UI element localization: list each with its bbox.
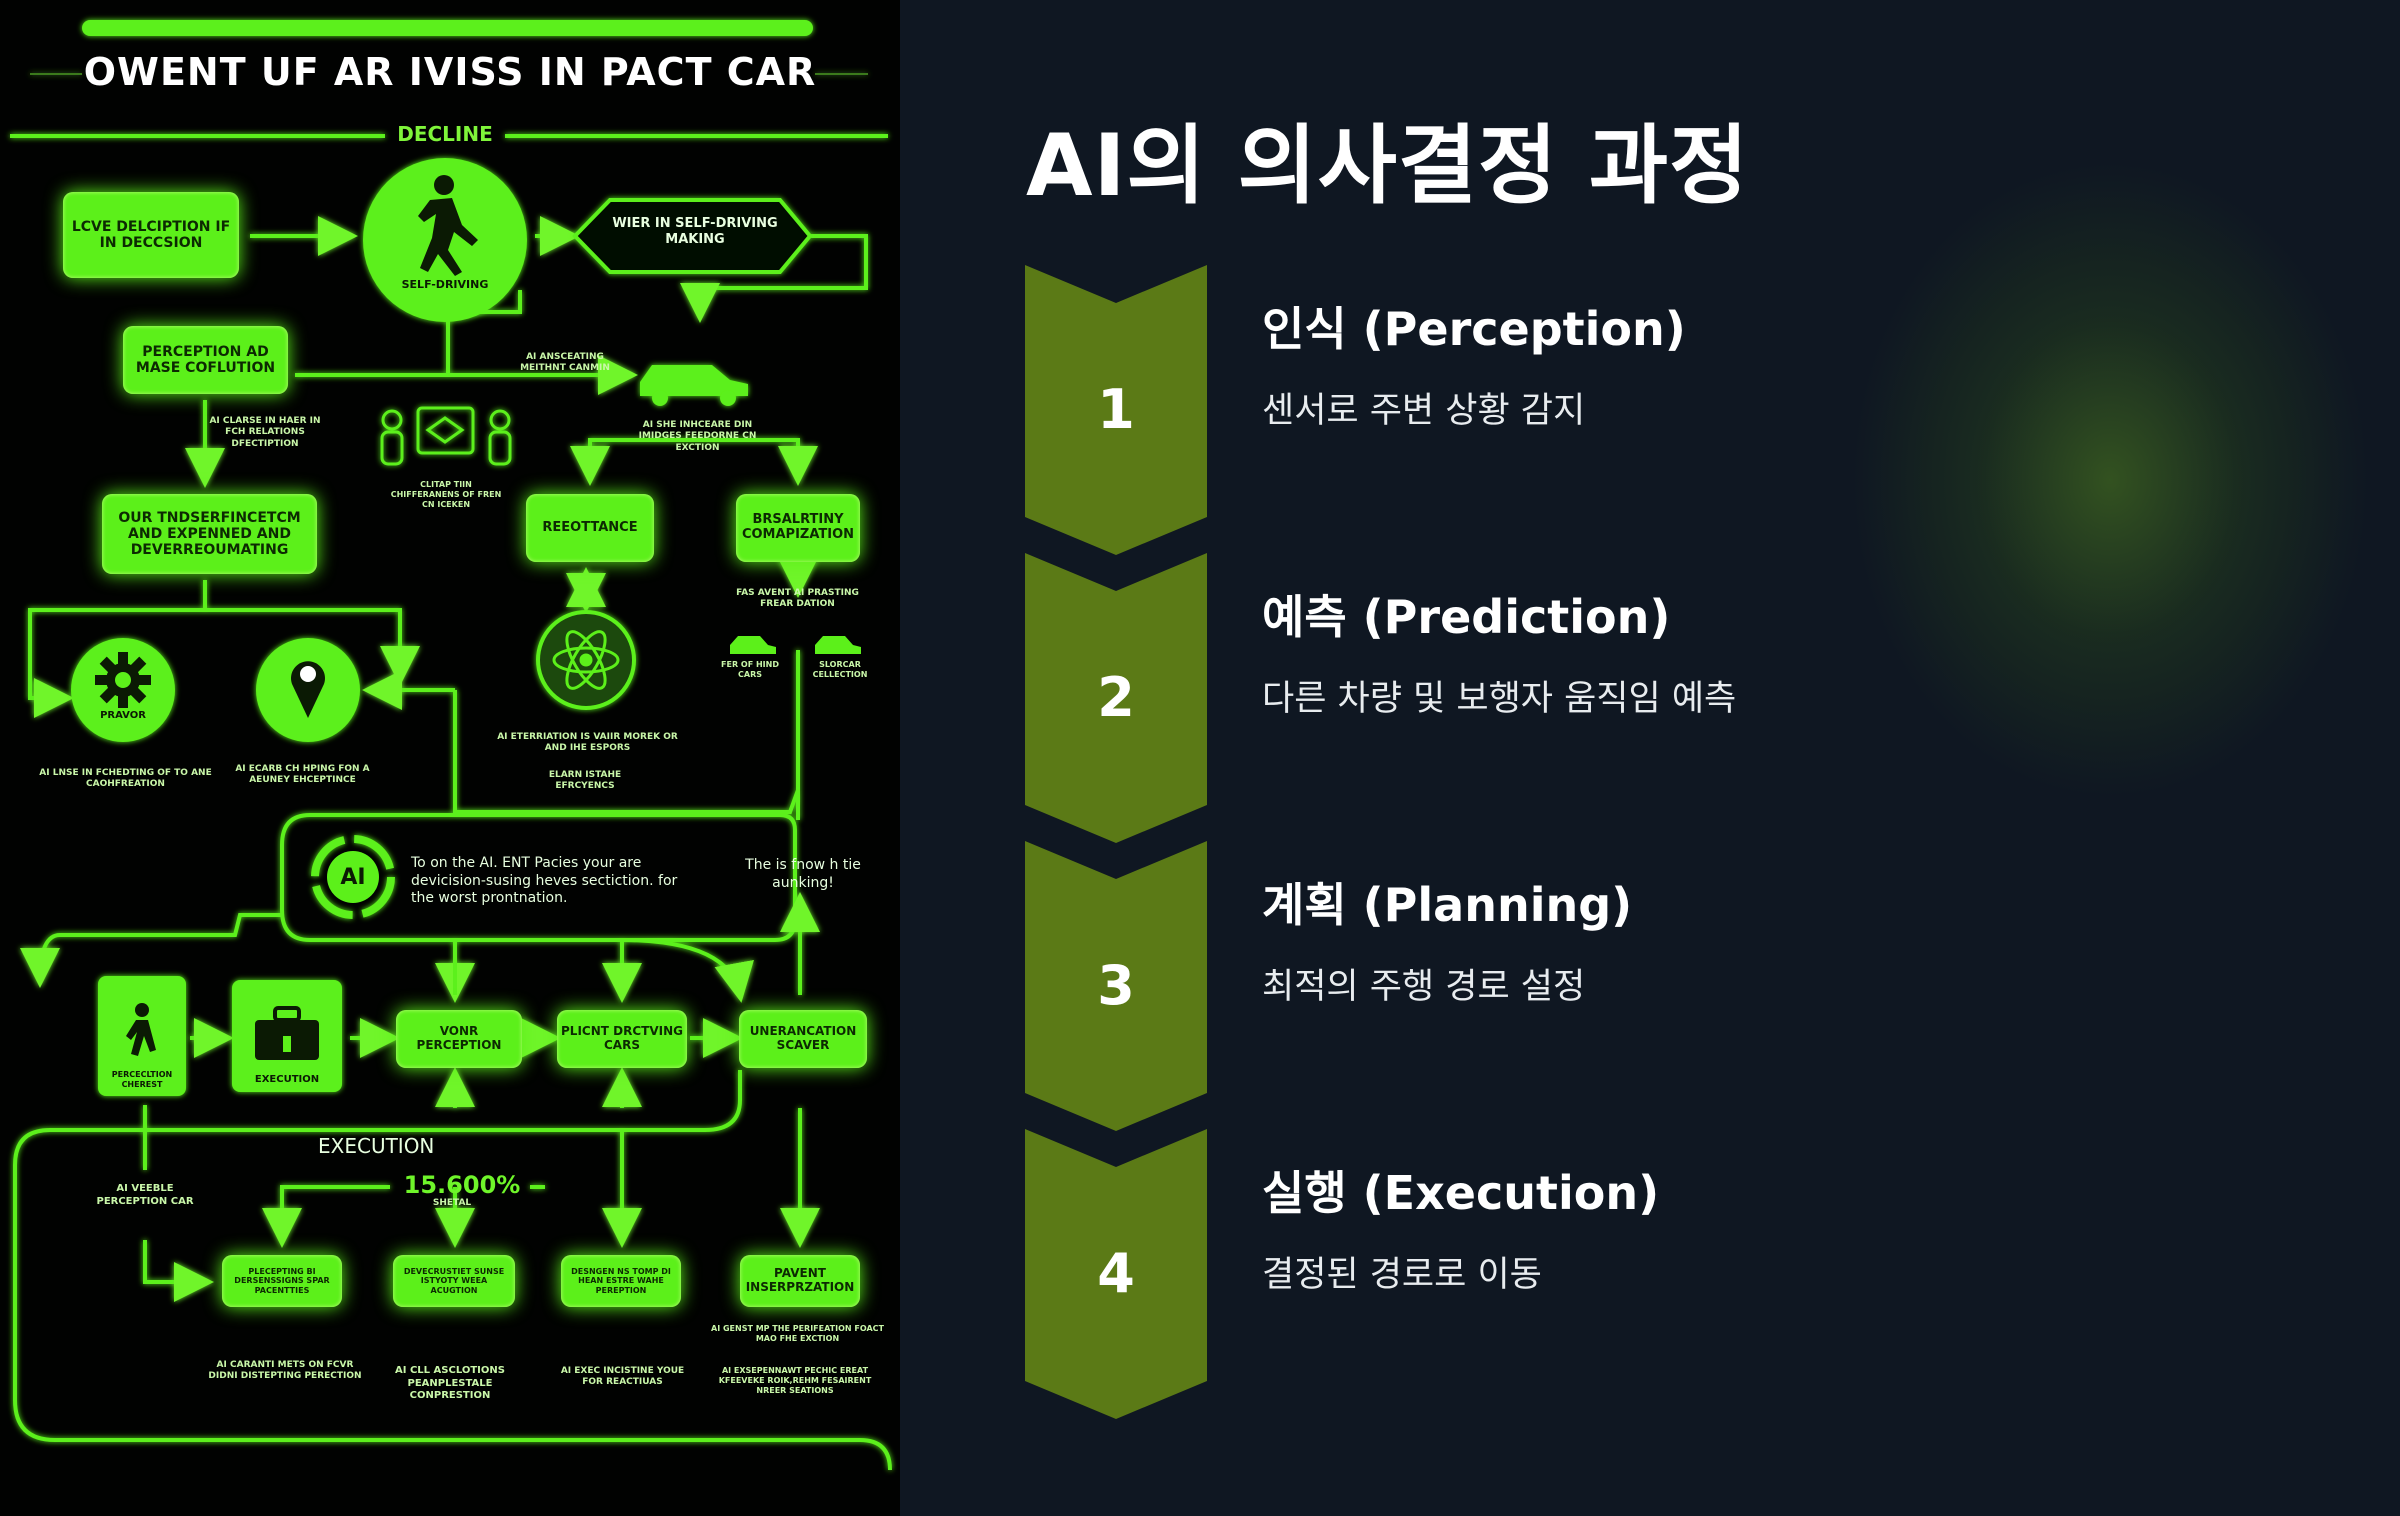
step-4-number: 4 <box>1097 1242 1135 1305</box>
ai-exec-label: AI EXEC INCISTINE YOUE FOR REACTIUAS <box>560 1366 685 1388</box>
fas-avent-label: FAS AVENT AI PRASTING FREAR DATION <box>736 588 859 610</box>
toolbox-icon <box>255 1006 319 1060</box>
self-driving-label: SELF-DRIVING <box>401 278 489 291</box>
unerancation-box: UNERANCATION SCAVER <box>739 1010 867 1068</box>
step-4-title: 실행 (Execution) <box>1262 1166 1660 1220</box>
execution-label: EXECUTION <box>318 1134 435 1158</box>
step-2-number: 2 <box>1097 666 1135 729</box>
fer-dins-label: FER OF HIND CARS <box>721 660 779 679</box>
the-is-label: The is fnow h tie aunking! <box>745 857 861 891</box>
step-2-chevron <box>1025 553 1207 843</box>
ai-shi-label: AI SHE INHCEARE DIN IMIDGES FEEDORNE CN … <box>638 420 757 453</box>
b2-box: DEVECRUSTIET SUNSE ISTYOTY WEEA ACUGTION <box>393 1255 515 1307</box>
ai-cll-label: AI CLL ASCLOTIONS PEANPLESTALE CONPRESTI… <box>395 1365 505 1401</box>
our-understanding-box: OUR TNDSERFINCETCM AND EXPENNED AND DEVE… <box>102 494 317 574</box>
step-3-title: 계획 (Planning) <box>1262 878 1633 932</box>
ai-exsepen-label: AI EXSEPENNAWT PECHIC EREAT KFEEVEKE ROI… <box>718 1366 872 1395</box>
love-decision-box: LCVE DELCIPTION IF IN DECCSION <box>63 192 239 278</box>
ai-lnse-label: AI LNSE IN FCHEDTING OF TO ANE CAOHFREAT… <box>39 768 212 790</box>
perc-chest-label: PERCECLTION CHEREST <box>111 1070 173 1089</box>
slide: AI의 의사결정 과정 1 인식 (Perception) 센서로 주변 상황 … <box>900 0 2400 1516</box>
gear-icon <box>95 652 151 708</box>
map-pin-icon <box>291 661 325 718</box>
elarn-label: ELARN ISTAHE EFRCYENCS <box>548 770 622 792</box>
slorcar-label: SLORCAR CELLECTION <box>812 660 868 679</box>
vonr-perception-box: VONR PERCEPTION <box>396 1010 522 1068</box>
pravor-label: PRAVOR <box>100 710 146 721</box>
b3-box: DESNGEN NS TOMP DI HEAN ESTRE WAHE PEREP… <box>561 1255 681 1307</box>
hex-label: WIER IN SELF-DRIVING MAKING <box>612 216 778 248</box>
infographic-connectors <box>10 20 892 1471</box>
atom-icon <box>552 630 620 690</box>
ai-caranti-label: AI CARANTI METS ON FCVR DIDNI DISTEPTING… <box>208 1360 362 1382</box>
step-1-chevron <box>1025 265 1207 555</box>
ai-veeble-label: AI VEEBLE PERCEPTION CAR <box>96 1183 194 1207</box>
decline-label: DECLINE <box>397 122 493 146</box>
step-4-desc: 결정된 경로로 이동 <box>1262 1255 1542 1295</box>
perception-box: PERCEPTION AD MASE COFLUTION <box>123 326 288 394</box>
ai-ecarb-label: AI ECARB CH HPING FON A AEUNEY EHCEPTINC… <box>235 764 370 786</box>
ai-anscating-label: AI ANSCEATING MEITHNT CANMIN <box>520 352 610 374</box>
stat-sub: SHETAL <box>432 1198 472 1208</box>
b1-box: PLECEPTING BI DERSENSSIGNS SPAR PACENTTI… <box>222 1255 342 1307</box>
step-2-title: 예측 (Prediction) <box>1262 590 1671 644</box>
slide-title: AI의 의사결정 과정 <box>1026 116 1750 216</box>
step-3-desc: 최적의 주행 경로 설정 <box>1262 967 1586 1007</box>
step-4-chevron <box>1025 1129 1207 1419</box>
infographic-image: OWENT UF AR IVISS IN PACT CAR DECLINE LC… <box>0 0 900 1516</box>
execution-icon-label: EXECUTION <box>254 1074 320 1085</box>
clitar-label: CLITAP TIIN CHIFFERANENS OF FREN CN ICEK… <box>390 480 502 509</box>
reeottance-box: REEOTTANCE <box>526 494 654 562</box>
hexagon-frame <box>572 198 813 274</box>
plicnt-box: PLICNT DRCTVING CARS <box>557 1010 687 1068</box>
ai-eterriation-label: AI ETERRIATION IS VAIIR MOREK OR AND IHE… <box>497 732 678 754</box>
step-3-number: 3 <box>1097 954 1135 1017</box>
brsalrtiny-box: BRSALRTINY COMAPIZATION <box>736 494 860 562</box>
car-icon <box>640 365 748 406</box>
walker-icon <box>126 1003 156 1056</box>
ai-ring <box>311 835 395 919</box>
step-3-chevron <box>1025 841 1207 1131</box>
ai-card-text: To on the AI. ENT Pacies your are devici… <box>411 855 678 906</box>
stat-value: 15.600% <box>403 1171 521 1199</box>
step-1-desc: 센서로 주변 상황 감지 <box>1262 391 1586 431</box>
step-1-number: 1 <box>1097 378 1135 441</box>
small-car-icons <box>730 636 861 654</box>
infographic-title: OWENT UF AR IVISS IN PACT CAR <box>83 50 817 94</box>
background-glow <box>1850 160 2370 800</box>
ai-badge: AI <box>340 865 366 890</box>
ai-genst-label: AI GENST MP THE PERIFEATION FOACT MAO FH… <box>711 1324 884 1343</box>
b4-box: PAVENT INSERPRZATION <box>740 1255 860 1307</box>
step-1-title: 인식 (Perception) <box>1262 302 1686 356</box>
ai-clarse-label: AI CLARSE IN HAER IN FCH RELATIONS DFECT… <box>209 416 321 449</box>
step-2-desc: 다른 차량 및 보행자 움직임 예측 <box>1262 679 1737 719</box>
